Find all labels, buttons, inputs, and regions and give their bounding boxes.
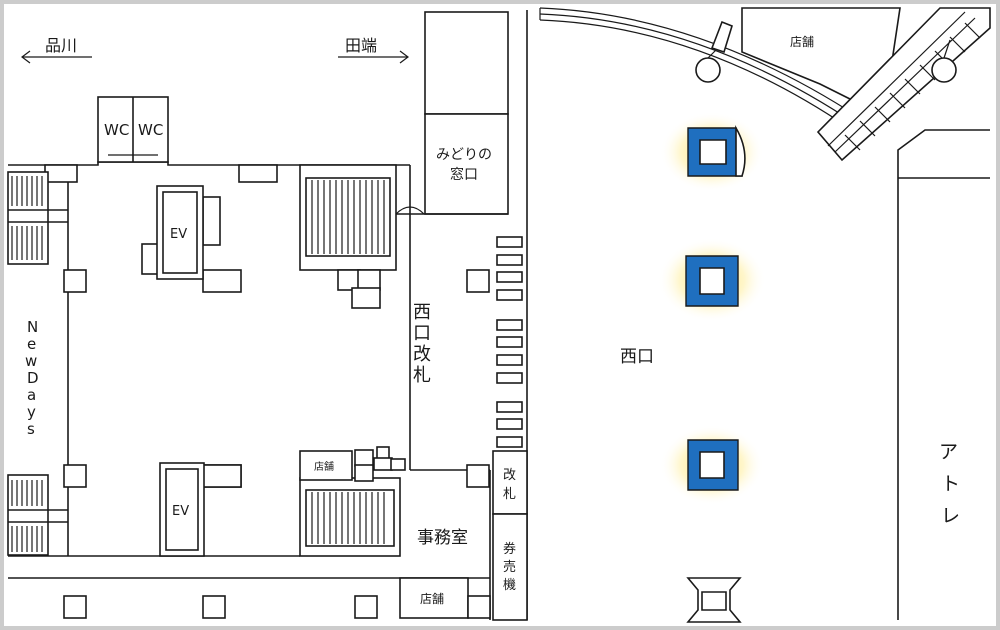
midori-ticket-office: みどりの 窓口 xyxy=(395,11,509,215)
ticket-machine-char-3: 機 xyxy=(503,578,516,593)
direction-tabata: 田端 xyxy=(338,36,409,64)
highlight-pillar-2 xyxy=(658,238,766,322)
railway-bridge xyxy=(816,7,991,162)
highlight-pillar-1 xyxy=(660,112,764,192)
atre-building: ア ト レ xyxy=(897,129,990,620)
stairs-left-bottom xyxy=(7,474,68,556)
curved-rails xyxy=(539,7,861,131)
gate-box-char-2: 札 xyxy=(503,487,516,502)
shop-bottom: 店舗 xyxy=(399,577,491,619)
stairs-center-top xyxy=(299,164,397,309)
atre-char-1: ア xyxy=(939,441,958,463)
newdays-letter-5: a xyxy=(27,386,36,404)
newdays-shop: N e w D a y s xyxy=(25,318,39,438)
ticket-gates xyxy=(496,236,523,448)
newdays-letter-1: N xyxy=(27,318,38,336)
ev-bottom-label: EV xyxy=(172,504,189,519)
ev-top-label: EV xyxy=(170,227,187,242)
office-label: 事務室 xyxy=(417,528,468,548)
shop-small: 店舗 xyxy=(299,446,406,482)
shop-bottom-label: 店舗 xyxy=(420,592,444,606)
street-lamp-right xyxy=(931,39,957,83)
ticket-machine-char-2: 売 xyxy=(503,559,516,575)
elevator-bottom: EV xyxy=(159,462,242,557)
midori-line2-label: 窓口 xyxy=(450,166,478,183)
ticket-machine-char-1: 券 xyxy=(503,541,516,557)
elevator-top: EV xyxy=(141,185,221,280)
midori-line1-label: みどりの xyxy=(436,147,492,163)
newdays-letter-2: e xyxy=(27,335,36,353)
direction-shinagawa-label: 品川 xyxy=(45,36,77,55)
newdays-letter-6: y xyxy=(27,403,36,421)
newdays-letter-7: s xyxy=(27,420,35,438)
gate-box-char-1: 改 xyxy=(503,468,516,483)
atre-char-3: レ xyxy=(941,505,960,527)
shop-small-label: 店舗 xyxy=(314,460,334,473)
wc-block: WC WC xyxy=(97,96,169,163)
west-gate-char-2: 口 xyxy=(413,323,431,344)
ticket-machine: 券 売 機 xyxy=(492,513,528,621)
shop-top-right-label: 店舗 xyxy=(790,35,814,49)
west-exit-label: 西口 xyxy=(620,347,654,367)
west-gate-char-3: 改 xyxy=(413,344,431,365)
newdays-letter-4: D xyxy=(27,369,39,387)
wc-left-label: WC xyxy=(104,121,129,139)
street-lamp-left xyxy=(695,20,733,83)
highlight-pillar-3 xyxy=(660,425,764,505)
office: 事務室 xyxy=(417,528,468,548)
west-gate-label: 西 口 改 札 xyxy=(413,302,431,386)
newdays-letter-3: w xyxy=(25,352,37,370)
gate-office-box: 改 札 xyxy=(492,450,528,515)
direction-tabata-label: 田端 xyxy=(345,36,377,55)
west-gate-char-1: 西 xyxy=(413,302,431,323)
pillar-4 xyxy=(686,577,742,623)
west-gate-char-4: 札 xyxy=(413,365,431,386)
wc-right-label: WC xyxy=(138,121,163,139)
atre-char-2: ト xyxy=(941,473,960,495)
direction-shinagawa: 品川 xyxy=(21,36,92,64)
stairs-left-top xyxy=(7,171,68,265)
stairs-center-bottom xyxy=(299,477,401,557)
